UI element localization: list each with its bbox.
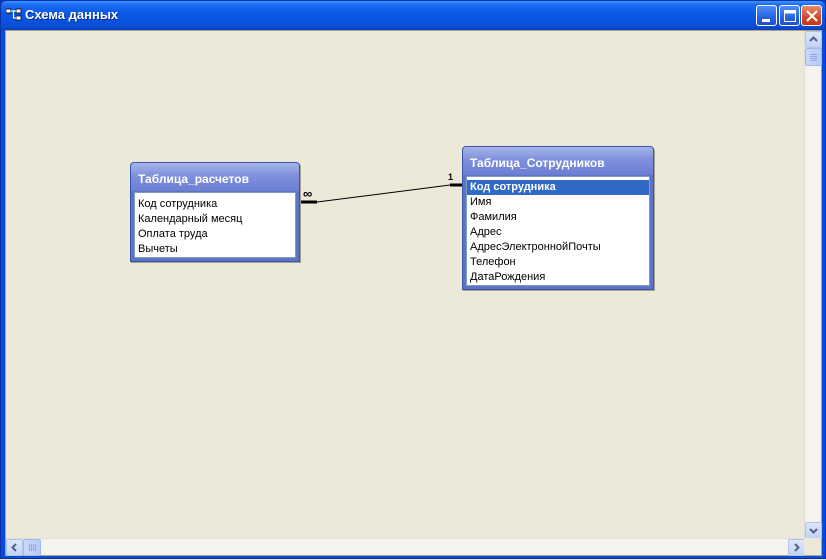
arrow-down-icon — [809, 528, 818, 534]
table-employees[interactable]: Таблица_Сотрудников Код сотрудника Имя Ф… — [462, 146, 654, 290]
window-title: Схема данных — [25, 7, 119, 22]
list-item[interactable]: Телефон — [470, 256, 516, 268]
table-title[interactable]: Таблица_Сотрудников — [463, 147, 653, 175]
list-item[interactable]: Оплата труда — [138, 228, 208, 240]
title-bar[interactable]: Схема данных — [1, 1, 825, 30]
relationships-icon — [5, 8, 22, 22]
list-item[interactable]: Календарный месяц — [138, 213, 243, 225]
list-item[interactable]: Код сотрудника — [138, 198, 218, 210]
client-area: ∞ 1 Таблица_расчетов Код сотрудника Кале… — [5, 30, 822, 556]
minimize-icon — [762, 19, 770, 22]
arrow-right-icon — [794, 543, 800, 552]
relationship-line[interactable] — [6, 31, 805, 539]
field-list[interactable]: Код сотрудника Имя Фамилия Адрес АдресЭл… — [466, 176, 650, 286]
list-item-selected[interactable]: Код сотрудника — [467, 180, 649, 195]
relationships-canvas[interactable]: ∞ 1 Таблица_расчетов Код сотрудника Кале… — [6, 31, 805, 539]
scroll-down-button[interactable] — [805, 522, 822, 539]
many-label: ∞ — [303, 186, 313, 201]
scrollbar-corner — [804, 538, 821, 555]
one-label: 1 — [448, 172, 454, 182]
list-item[interactable]: Фамилия — [470, 211, 517, 223]
maximize-icon — [784, 10, 796, 22]
list-item[interactable]: АдресЭлектроннойПочты — [470, 241, 601, 253]
list-item[interactable]: ДатаРождения — [470, 271, 546, 283]
list-item[interactable]: Вычеты — [138, 243, 178, 255]
list-item[interactable]: Имя — [470, 196, 492, 208]
table-calculations[interactable]: Таблица_расчетов Код сотрудника Календар… — [130, 162, 300, 262]
vertical-scrollbar[interactable] — [804, 31, 822, 539]
field-list[interactable]: Код сотрудника Календарный месяц Оплата … — [134, 192, 296, 258]
list-item[interactable]: Адрес — [470, 226, 502, 238]
scroll-up-button[interactable] — [805, 31, 822, 48]
scroll-left-button[interactable] — [6, 539, 23, 556]
scroll-right-button[interactable] — [788, 539, 805, 556]
close-icon — [806, 10, 818, 22]
arrow-up-icon — [809, 36, 818, 42]
horizontal-scrollbar[interactable] — [6, 538, 805, 556]
maximize-button[interactable] — [779, 5, 800, 26]
horizontal-scroll-thumb[interactable] — [23, 539, 41, 556]
vertical-scroll-thumb[interactable] — [805, 48, 822, 66]
table-title[interactable]: Таблица_расчетов — [131, 163, 299, 191]
arrow-left-icon — [11, 543, 17, 552]
minimize-button[interactable] — [756, 5, 777, 26]
close-button[interactable] — [801, 5, 822, 26]
